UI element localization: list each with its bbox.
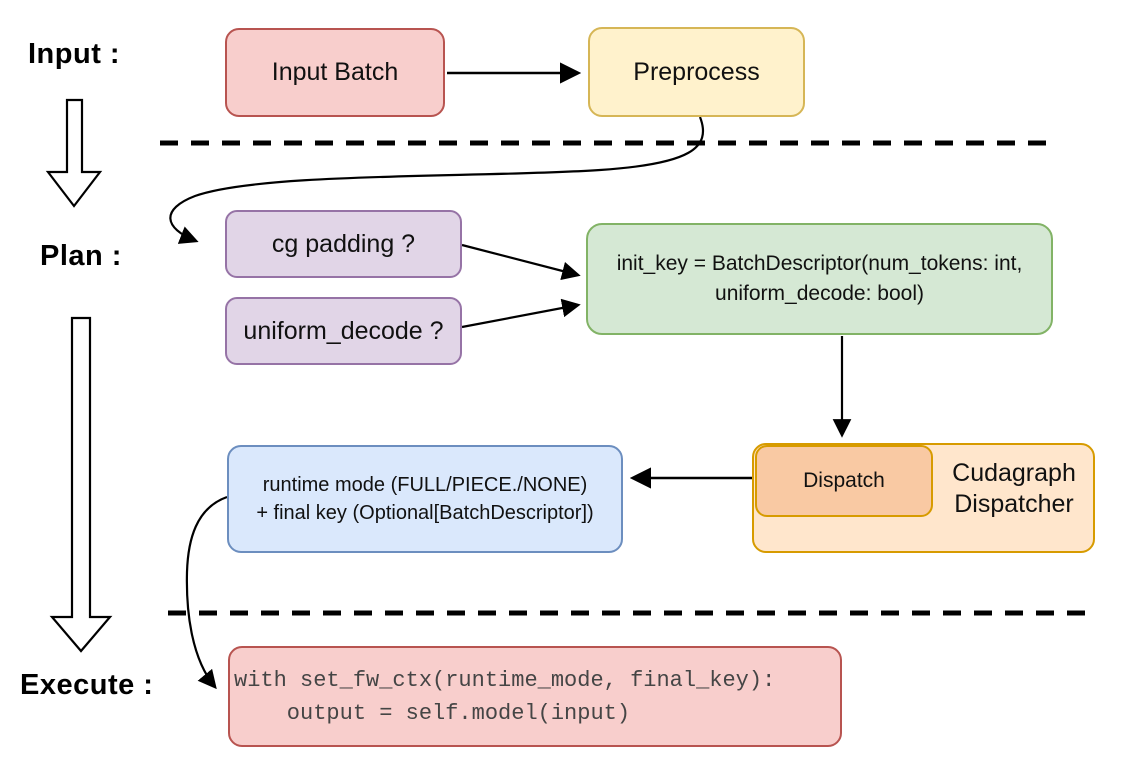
node-uniform-decode: uniform_decode ? [225, 297, 462, 365]
stage-arrow-input-to-plan [45, 98, 103, 208]
node-dispatch-label: Dispatch [803, 469, 885, 493]
stage-label-plan: Plan : [40, 240, 122, 272]
stage-label-execute: Execute : [20, 669, 154, 701]
node-cg-padding: cg padding ? [225, 210, 462, 278]
node-cudagraph-dispatcher-label: Cudagraph Dispatcher [935, 458, 1093, 521]
stage-arrow-plan-to-execute [49, 316, 113, 653]
node-dispatch: Dispatch [755, 445, 933, 517]
node-preprocess: Preprocess [588, 27, 805, 117]
node-preprocess-label: Preprocess [633, 57, 760, 86]
node-init-key-line1: init_key = BatchDescriptor(num_tokens: i… [616, 251, 1023, 275]
code-line-2: output = self.model(input) [234, 700, 631, 726]
node-execute-code: with set_fw_ctx(runtime_mode, final_key)… [228, 646, 842, 747]
node-input-batch: Input Batch [225, 28, 445, 117]
edge-uniform-decode-to-init-key [461, 298, 581, 329]
node-init-key: init_key = BatchDescriptor(num_tokens: i… [586, 223, 1053, 335]
cudagraph-label-line1: Cudagraph [952, 459, 1076, 487]
node-init-key-line2: uniform_decode: bool) [715, 282, 924, 305]
stage-label-input: Input : [28, 38, 121, 70]
node-uniform-decode-label: uniform_decode ? [243, 316, 444, 345]
node-cg-padding-label: cg padding ? [271, 229, 416, 258]
edge-preprocess-to-cg-padding [169, 116, 705, 244]
edge-runtime-mode-to-execute-code [185, 495, 228, 690]
node-runtime-mode: runtime mode (FULL/PIECE./NONE) + final … [227, 445, 623, 553]
node-input-batch-label: Input Batch [271, 58, 399, 87]
node-runtime-mode-line1: runtime mode (FULL/PIECE./NONE) [262, 474, 588, 496]
code-line-1: with set_fw_ctx(runtime_mode, final_key)… [234, 667, 776, 693]
cudagraph-label-line2: Dispatcher [954, 490, 1074, 519]
node-runtime-mode-line2: + final key (Optional[BatchDescriptor]) [256, 502, 594, 524]
edge-cg-padding-to-init-key [461, 243, 581, 281]
